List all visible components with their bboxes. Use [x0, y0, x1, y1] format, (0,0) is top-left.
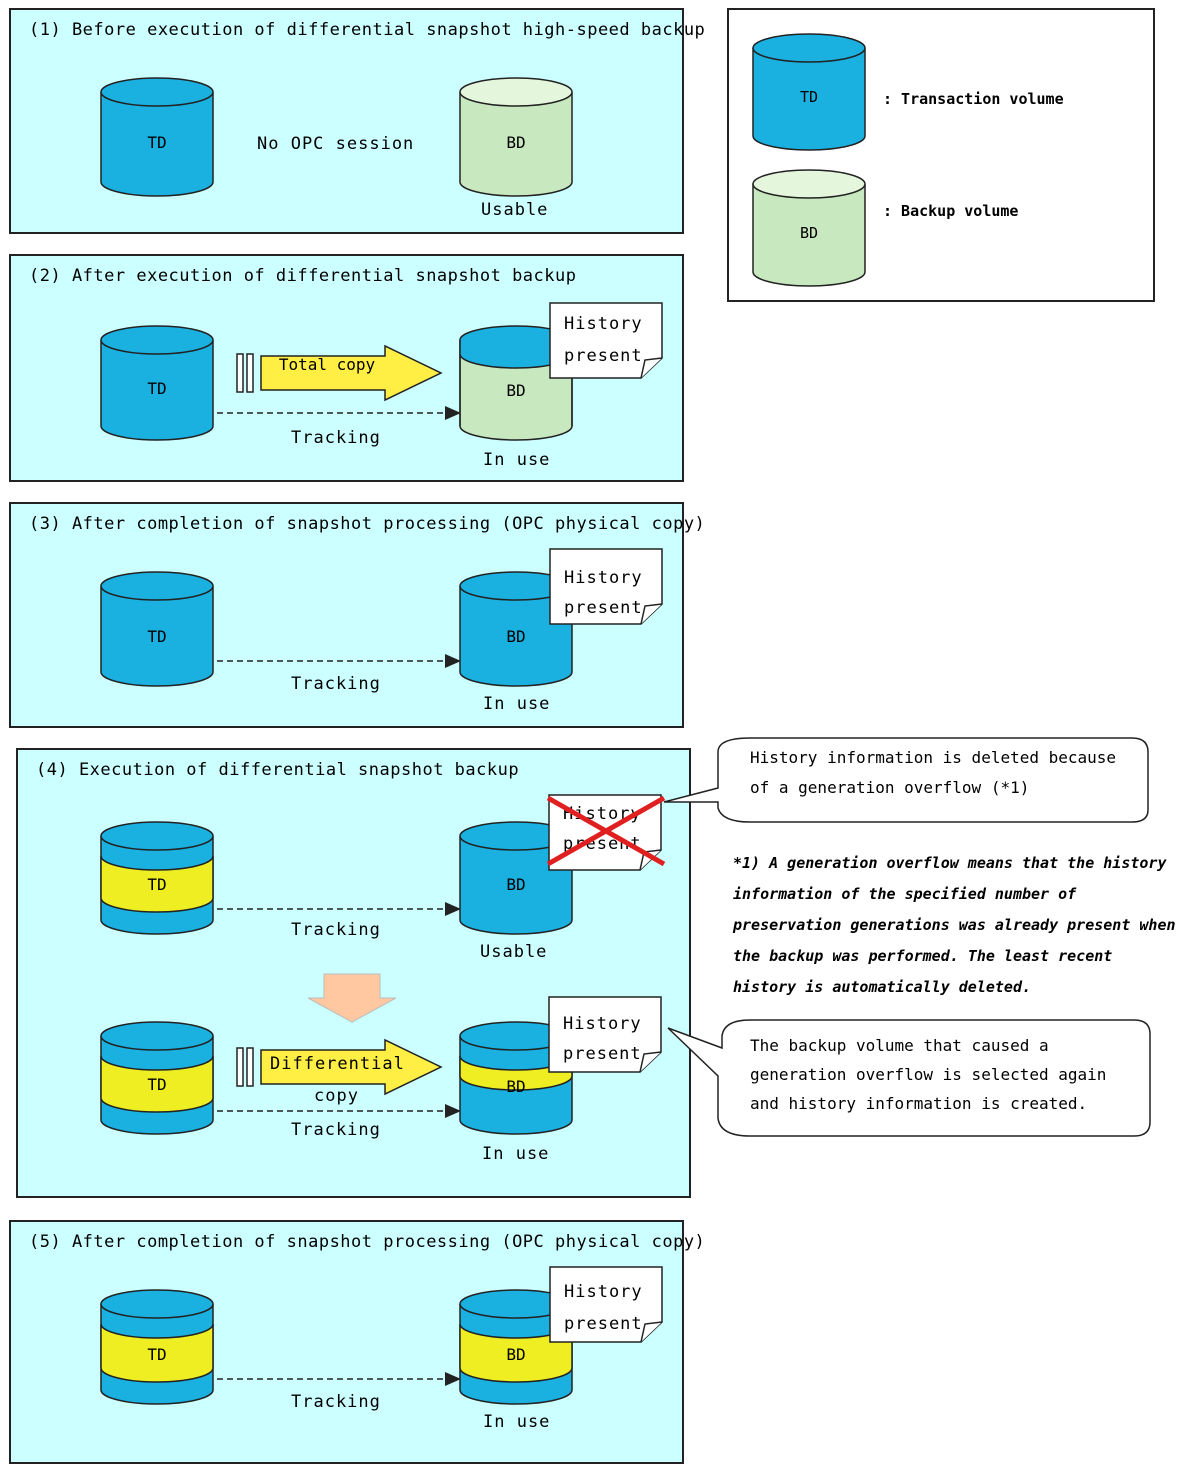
callout-deleted-line1: History information is deleted because — [750, 748, 1117, 767]
history-line1: History — [564, 1282, 643, 1302]
bd-status: In use — [482, 1144, 550, 1164]
panel-3-title: (3) After completion of snapshot process… — [29, 514, 706, 534]
bd-status: In use — [483, 1412, 551, 1432]
callout-reselect-line1: The backup volume that caused a — [750, 1036, 1049, 1055]
tracking-arrow — [217, 1104, 461, 1118]
legend-bd-label: BD — [800, 224, 818, 242]
differential-copy-arrow — [236, 1038, 443, 1096]
legend-td-cylinder: TD — [752, 33, 866, 151]
bd-label: BD — [506, 1077, 525, 1096]
bd-cylinder: BD — [459, 77, 573, 197]
history-note — [548, 996, 662, 1073]
tracking-label: Tracking — [291, 674, 381, 694]
history-note — [549, 302, 663, 379]
history-line2: present — [563, 1044, 642, 1064]
legend-td-desc: : Transaction volume — [883, 90, 1064, 108]
td-cylinder-banded: TD — [100, 821, 214, 935]
bd-label: BD — [506, 381, 525, 400]
panel-step-4: (4) Execution of differential snapshot b… — [16, 748, 691, 1198]
legend-box: TD : Transaction volume BD : Backup volu… — [727, 8, 1155, 302]
td-cylinder: TD — [100, 77, 214, 197]
td-label: TD — [147, 1075, 166, 1094]
callout-reselect-line2: generation overflow is selected again — [750, 1065, 1107, 1084]
total-copy-label: Total copy — [279, 355, 376, 374]
td-cylinder: TD — [100, 325, 214, 441]
tracking-label: Tracking — [291, 1120, 381, 1140]
bd-label: BD — [506, 875, 525, 894]
history-note — [549, 548, 663, 625]
down-arrow-icon — [307, 973, 397, 1023]
bd-status: In use — [483, 694, 551, 714]
history-line2: present — [564, 598, 643, 618]
callout-deleted-line2: of a generation overflow (*1) — [750, 778, 1030, 797]
bd-cylinder-banded: BD — [459, 1021, 573, 1135]
differential-copy-line1: Differential — [270, 1054, 405, 1074]
td-cylinder-banded: TD — [100, 1021, 214, 1135]
tracking-label: Tracking — [291, 1392, 381, 1412]
bd-label: BD — [506, 1345, 525, 1364]
callout-reselect-line3: and history information is created. — [750, 1094, 1088, 1113]
differential-copy-line2: copy — [314, 1086, 359, 1106]
tracking-label: Tracking — [291, 428, 381, 448]
panel-1-title: (1) Before execution of differential sna… — [29, 20, 706, 40]
td-label: TD — [147, 379, 166, 398]
bd-status: Usable — [480, 942, 548, 962]
bd-status: Usable — [481, 200, 549, 220]
panel-5-title: (5) After completion of snapshot process… — [29, 1232, 706, 1252]
legend-td-label: TD — [800, 88, 818, 106]
bd-status: In use — [483, 450, 551, 470]
no-opc-session-label: No OPC session — [257, 134, 415, 154]
history-line2: present — [564, 1314, 643, 1334]
history-line1: History — [564, 314, 643, 334]
tracking-label: Tracking — [291, 920, 381, 940]
delete-cross-icon — [546, 795, 666, 867]
tracking-arrow — [217, 902, 461, 916]
td-label: TD — [147, 1345, 166, 1364]
history-line1: History — [564, 568, 643, 588]
legend-bd-cylinder: BD — [752, 169, 866, 287]
panel-2-title: (2) After execution of differential snap… — [29, 266, 577, 286]
tracking-arrow — [217, 654, 461, 668]
callout-reselect-bubble — [667, 1019, 1151, 1137]
bd-label: BD — [506, 627, 525, 646]
bd-cylinder: BD — [459, 571, 573, 687]
td-label: TD — [147, 133, 166, 152]
bd-cylinder: BD — [459, 821, 573, 935]
panel-step-1: (1) Before execution of differential sna… — [9, 8, 705, 234]
panel-step-2: (2) After execution of differential snap… — [9, 254, 684, 482]
legend-bd-desc: : Backup volume — [883, 202, 1019, 220]
panel-4-title: (4) Execution of differential snapshot b… — [36, 760, 520, 780]
panel-step-5: (5) After completion of snapshot process… — [9, 1220, 705, 1464]
total-copy-arrow: Total copy — [236, 344, 443, 402]
bd-label: BD — [506, 133, 525, 152]
td-cylinder: TD — [100, 571, 214, 687]
td-cylinder-banded: TD — [100, 1289, 214, 1405]
history-line1: History — [563, 1014, 642, 1034]
tracking-arrow — [217, 406, 461, 420]
history-line2: present — [564, 346, 643, 366]
callout-deleted-bubble — [663, 737, 1149, 823]
history-note — [549, 1266, 663, 1343]
panel-step-3: (3) After completion of snapshot process… — [9, 502, 705, 728]
td-label: TD — [147, 627, 166, 646]
tracking-arrow — [217, 1372, 461, 1386]
footnote-generation-overflow: *1) A generation overflow means that the… — [733, 854, 1176, 996]
td-label: TD — [147, 875, 166, 894]
bd-cylinder-banded: BD — [459, 1289, 573, 1405]
